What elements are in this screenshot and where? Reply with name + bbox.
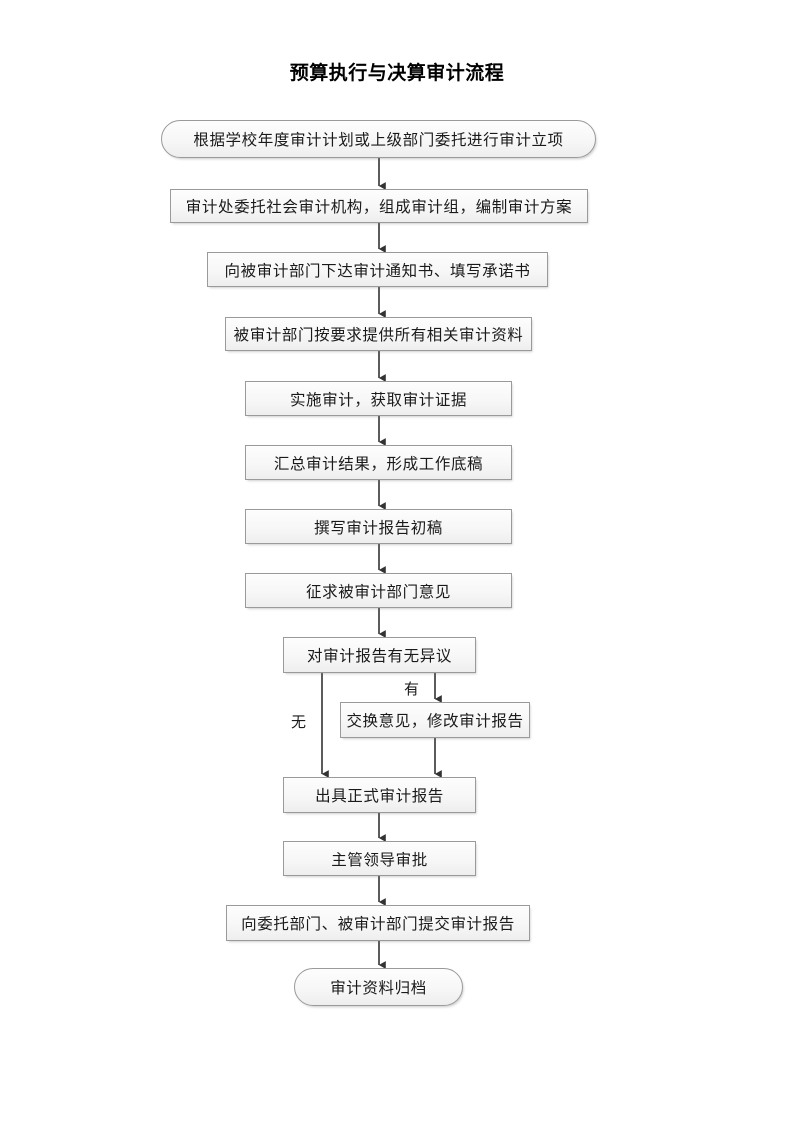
- node-leader-approval[interactable]: 主管领导审批: [283, 841, 476, 876]
- node-conduct-audit[interactable]: 实施审计，获取审计证据: [245, 381, 512, 416]
- node-archive-materials[interactable]: 审计资料归档: [294, 968, 463, 1006]
- node-audit-initiation[interactable]: 根据学校年度审计计划或上级部门委托进行审计立项: [161, 120, 596, 158]
- node-summarize-results[interactable]: 汇总审计结果，形成工作底稿: [245, 445, 512, 480]
- node-label: 撰写审计报告初稿: [314, 518, 443, 537]
- branch-label-yes: 有: [404, 680, 420, 698]
- node-label: 审计处委托社会审计机构，组成审计组，编制审计方案: [185, 198, 573, 216]
- node-label: 向被审计部门下达审计通知书、填写承诺书: [224, 261, 531, 280]
- node-label: 根据学校年度审计计划或上级部门委托进行审计立项: [193, 131, 564, 149]
- node-decision-objection[interactable]: 对审计报告有无异议: [283, 637, 476, 673]
- node-revise-report[interactable]: 交换意见，修改审计报告: [340, 702, 530, 738]
- node-label: 交换意见，修改审计报告: [346, 712, 524, 730]
- node-label: 征求被审计部门意见: [306, 582, 451, 601]
- node-label: 向委托部门、被审计部门提交审计报告: [241, 915, 515, 933]
- branch-label-no: 无: [291, 713, 307, 731]
- node-label: 主管领导审批: [331, 850, 428, 869]
- page-title: 预算执行与决算审计流程: [289, 62, 505, 84]
- node-draft-report[interactable]: 撰写审计报告初稿: [245, 509, 512, 544]
- node-label: 汇总审计结果，形成工作底稿: [273, 454, 484, 473]
- node-label: 出具正式审计报告: [315, 787, 444, 805]
- node-issue-audit-notice[interactable]: 向被审计部门下达审计通知书、填写承诺书: [207, 252, 548, 287]
- node-provide-materials[interactable]: 被审计部门按要求提供所有相关审计资料: [225, 317, 532, 351]
- node-label: 被审计部门按要求提供所有相关审计资料: [233, 326, 524, 344]
- node-label: 审计资料归档: [330, 979, 427, 997]
- node-label: 对审计报告有无异议: [307, 647, 452, 665]
- node-engage-audit-firm[interactable]: 审计处委托社会审计机构，组成审计组，编制审计方案: [170, 189, 588, 223]
- node-solicit-opinions[interactable]: 征求被审计部门意见: [245, 573, 512, 608]
- node-issue-formal-report[interactable]: 出具正式审计报告: [283, 777, 476, 813]
- node-label: 实施审计，获取审计证据: [289, 390, 468, 409]
- node-submit-report[interactable]: 向委托部门、被审计部门提交审计报告: [226, 905, 530, 941]
